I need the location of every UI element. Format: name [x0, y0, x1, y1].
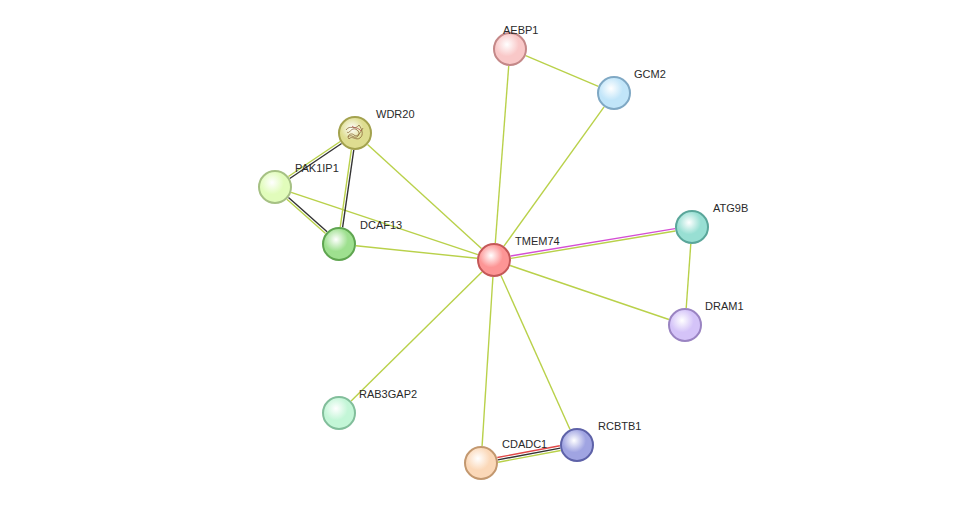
protein-label: AEBP1	[503, 24, 538, 37]
interaction-edge	[511, 229, 676, 259]
evidence-line	[498, 450, 561, 462]
protein-node: GCM2	[597, 76, 631, 110]
evidence-line	[288, 197, 327, 231]
evidence-line	[287, 199, 326, 233]
protein-node: WDR20	[338, 116, 372, 150]
evidence-line	[511, 231, 675, 258]
interaction-edge	[501, 276, 570, 430]
protein-node: RAB3GAP2	[322, 396, 356, 430]
evidence-line	[340, 150, 351, 227]
interaction-edge	[356, 246, 477, 259]
interaction-edge	[291, 192, 478, 254]
interaction-edge	[495, 66, 508, 243]
protein-node: RCBTB1	[560, 428, 594, 462]
interaction-edge	[351, 272, 482, 401]
protein-label: DRAM1	[705, 300, 744, 313]
protein-node: CDADC1	[464, 446, 498, 480]
interaction-edge	[340, 150, 354, 228]
protein-label: CDADC1	[502, 438, 547, 451]
protein-label: RAB3GAP2	[359, 388, 417, 401]
protein-node: PAK1IP1	[258, 170, 292, 204]
evidence-line	[351, 272, 482, 401]
evidence-line	[368, 144, 482, 248]
evidence-line	[290, 144, 342, 179]
protein-node: ATG9B	[675, 210, 709, 244]
interaction-edge	[686, 244, 691, 308]
interaction-edge	[526, 56, 599, 87]
protein-node: DCAF13	[322, 227, 356, 261]
protein-label: ATG9B	[713, 202, 748, 215]
evidence-line	[501, 276, 570, 430]
protein-ribbon	[346, 125, 363, 139]
protein-label: DCAF13	[360, 219, 402, 232]
evidence-line	[510, 265, 669, 319]
evidence-line	[356, 246, 477, 259]
interaction-edge	[510, 265, 669, 319]
interaction-edge	[504, 107, 604, 246]
interaction-edge	[287, 197, 327, 233]
evidence-line	[686, 244, 691, 308]
protein-label: WDR20	[376, 108, 415, 121]
evidence-line	[291, 192, 478, 254]
evidence-line	[511, 229, 675, 256]
protein-node: DRAM1	[668, 308, 702, 342]
evidence-line	[343, 150, 354, 227]
evidence-line	[504, 107, 604, 246]
protein-label: RCBTB1	[598, 420, 641, 433]
protein-label: PAK1IP1	[295, 162, 339, 175]
protein-label: GCM2	[634, 68, 666, 81]
evidence-line	[495, 66, 508, 243]
protein-label: TMEM74	[515, 235, 560, 248]
protein-node: AEBP1	[493, 32, 527, 66]
interaction-edge	[368, 144, 482, 248]
evidence-line	[482, 277, 493, 446]
interaction-edge	[288, 142, 341, 179]
evidence-line	[526, 56, 599, 87]
interaction-edge	[482, 277, 493, 446]
evidence-line	[288, 142, 340, 177]
protein-node: TMEM74	[477, 243, 511, 277]
